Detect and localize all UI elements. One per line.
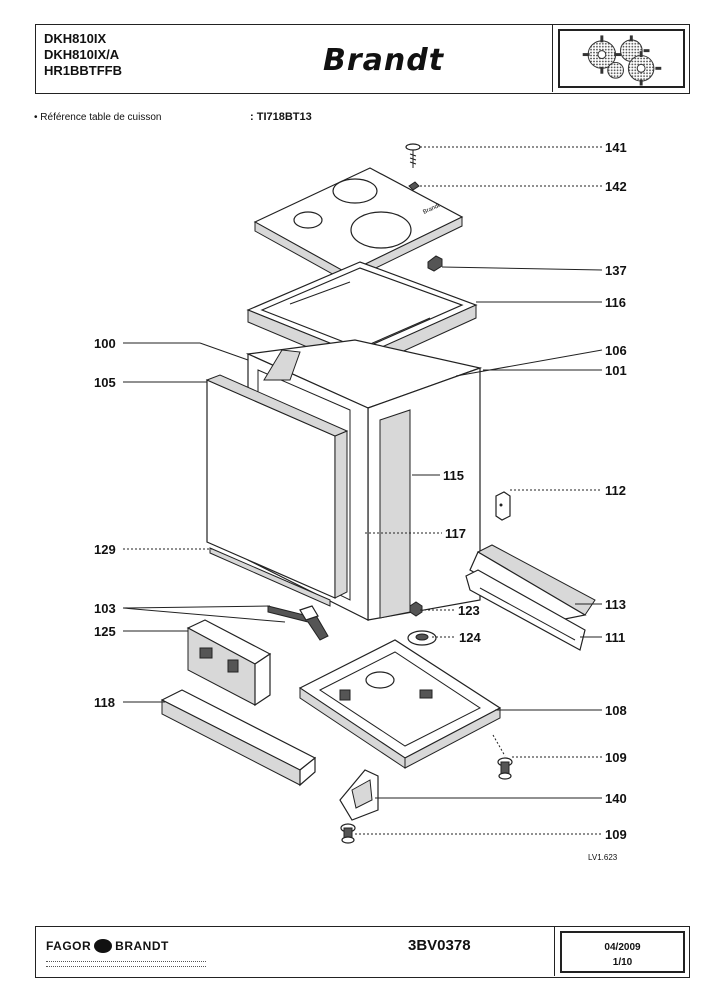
- header-box: DKH810IX DKH810IX/A HR1BBTFFB Brandt: [35, 24, 690, 94]
- logo-tagline-line: [46, 961, 206, 967]
- part-label: 105: [94, 375, 116, 390]
- part-label: 118: [94, 695, 115, 710]
- part-111-rail: [465, 569, 586, 651]
- part-label: 106: [605, 343, 627, 358]
- part-label: 116: [605, 295, 626, 310]
- part-label: 112: [605, 483, 626, 498]
- part-label: 137: [605, 263, 627, 278]
- part-label: 123: [458, 603, 480, 618]
- part-label: 124: [459, 630, 481, 645]
- model-name: DKH810IX/A: [44, 47, 120, 62]
- part-118-kick-plate: [160, 689, 317, 787]
- brand-logo: Brandt: [323, 43, 445, 78]
- model-name: HR1BBTFFB: [44, 63, 122, 78]
- part-labels: 141 142 137 116 100 106 105 101 115 112 …: [94, 140, 627, 842]
- part-109-foot-upper: [497, 757, 513, 780]
- part-125-control-module: [186, 619, 272, 707]
- part-108-base-tray: [298, 639, 502, 769]
- part-113-side-plate: [469, 544, 596, 621]
- part-label: 109: [605, 750, 627, 765]
- part-112-bracket: [495, 491, 511, 521]
- document-date: 04/2009: [604, 942, 641, 953]
- globe-icon: [94, 938, 113, 953]
- part-109-foot-lower: [340, 823, 356, 844]
- part-label: 111: [605, 630, 625, 645]
- logo-left-text: FAGOR: [46, 939, 92, 953]
- gear-logo-box: [552, 25, 689, 92]
- model-list: DKH810IX DKH810IX/A HR1BBTFFB: [44, 31, 122, 79]
- logo-right-text: BRANDT: [115, 939, 169, 953]
- part-label: 100: [94, 336, 116, 351]
- model-name: DKH810IX: [44, 31, 107, 46]
- part-124-motor: [407, 630, 437, 646]
- exploded-parts-diagram: Brandt: [94, 140, 627, 844]
- hob-reference-value: : TI718BT13: [250, 111, 312, 123]
- part-141-screw: [405, 143, 421, 168]
- part-label: 142: [605, 179, 627, 194]
- part-label: 129: [94, 542, 116, 557]
- date-box: 04/2009 1/10: [554, 927, 689, 976]
- part-hob: Brandt: [253, 167, 464, 283]
- fagor-brandt-logo: FAGOR BRANDT: [46, 938, 169, 954]
- part-137-bracket: [427, 255, 443, 272]
- footer-box: FAGOR BRANDT 3BV0378 04/2009 1/10: [35, 926, 690, 978]
- part-105-door: [205, 374, 349, 599]
- part-label: 125: [94, 624, 116, 639]
- part-label: 101: [605, 363, 627, 378]
- date-frame: 04/2009 1/10: [560, 931, 685, 973]
- drawing-reference-code: LV1.623: [588, 853, 618, 862]
- part-label: 109: [605, 827, 627, 842]
- part-142-clip: [408, 181, 420, 191]
- part-label: 141: [605, 140, 627, 155]
- gears-icon: [582, 35, 662, 86]
- part-label: 103: [94, 601, 116, 616]
- part-label: 117: [445, 526, 466, 541]
- hob-reference-label: • Référence table de cuisson: [34, 112, 162, 123]
- part-103-hinge: [267, 605, 329, 641]
- part-140-bracket: [339, 769, 379, 821]
- part-label: 140: [605, 791, 627, 806]
- leader-lines: [122, 146, 603, 835]
- part-123-clip: [409, 601, 423, 617]
- gear-logo-frame: [558, 29, 685, 88]
- document-number: 3BV0378: [408, 937, 471, 954]
- part-129-strip: [209, 547, 331, 607]
- part-label: 113: [605, 597, 626, 612]
- part-label: 115: [443, 468, 464, 483]
- page-number: 1/10: [612, 957, 633, 968]
- part-label: 108: [605, 703, 627, 718]
